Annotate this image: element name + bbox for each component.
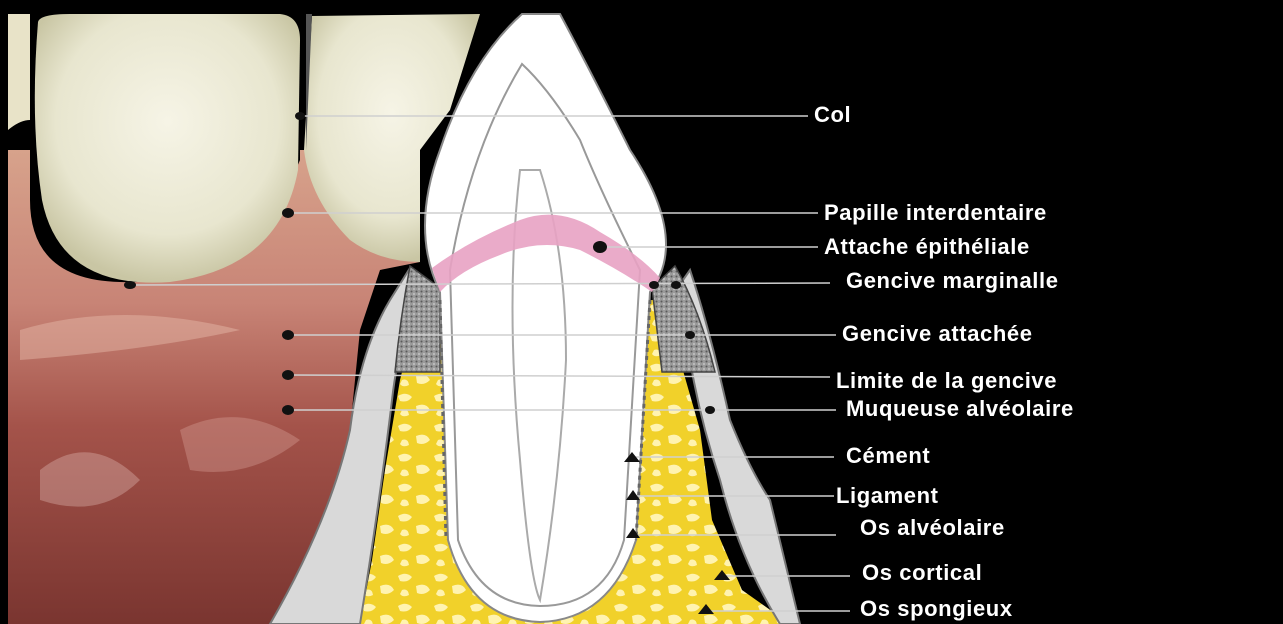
label-limite-de-la-gencive: Limite de la gencive <box>836 370 1057 392</box>
label-ligament: Ligament <box>836 485 939 507</box>
label-attache-epitheliale: Attache épithéliale <box>824 236 1030 258</box>
label-cement: Cément <box>846 445 930 467</box>
label-os-spongieux: Os spongieux <box>860 598 1013 620</box>
label-col: Col <box>814 104 851 126</box>
label-os-alveolaire: Os alvéolaire <box>860 517 1005 539</box>
label-gencive-marginalle: Gencive marginalle <box>846 270 1059 292</box>
label-muqueuse-alveolaire: Muqueuse alvéolaire <box>846 398 1074 420</box>
label-papille-interdentaire: Papille interdentaire <box>824 202 1047 224</box>
label-gencive-attachee: Gencive attachée <box>842 323 1033 345</box>
label-os-cortical: Os cortical <box>862 562 982 584</box>
